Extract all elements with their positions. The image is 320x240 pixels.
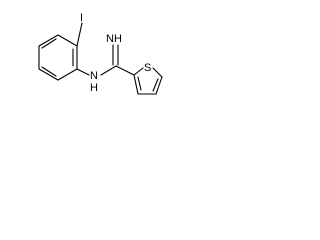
iodine-label: I [80, 12, 83, 24]
ring-bond [57, 68, 78, 81]
ring-bond [38, 34, 59, 47]
ring-bond [38, 68, 59, 81]
ring-double-bond [41, 38, 57, 49]
carbon-iodine-bond [76, 22, 83, 47]
thiophene-double-bond [137, 76, 142, 91]
carbon-thiophene-bond [115, 65, 135, 76]
thiophene-bond [155, 76, 163, 95]
thiophene-bond [133, 74, 139, 95]
thiophene-bond [133, 67, 144, 76]
molecule-structure: I NH N H S [38, 12, 163, 95]
benzene-ring [38, 34, 78, 81]
sulfur-label: S [144, 62, 151, 74]
imine-label: NH [106, 33, 122, 45]
amine-hydrogen-label: H [90, 82, 98, 94]
amine-nitrogen-label: N [90, 70, 98, 82]
thiophene-bond [152, 67, 163, 78]
thiophene-double-bond [152, 78, 159, 92]
thiophene-ring [133, 67, 163, 95]
ring-bond [57, 34, 78, 47]
nitrogen-carbon-bond [100, 65, 117, 76]
aryl-nitrogen-bond [76, 68, 90, 76]
ring-double-bond [41, 66, 57, 77]
